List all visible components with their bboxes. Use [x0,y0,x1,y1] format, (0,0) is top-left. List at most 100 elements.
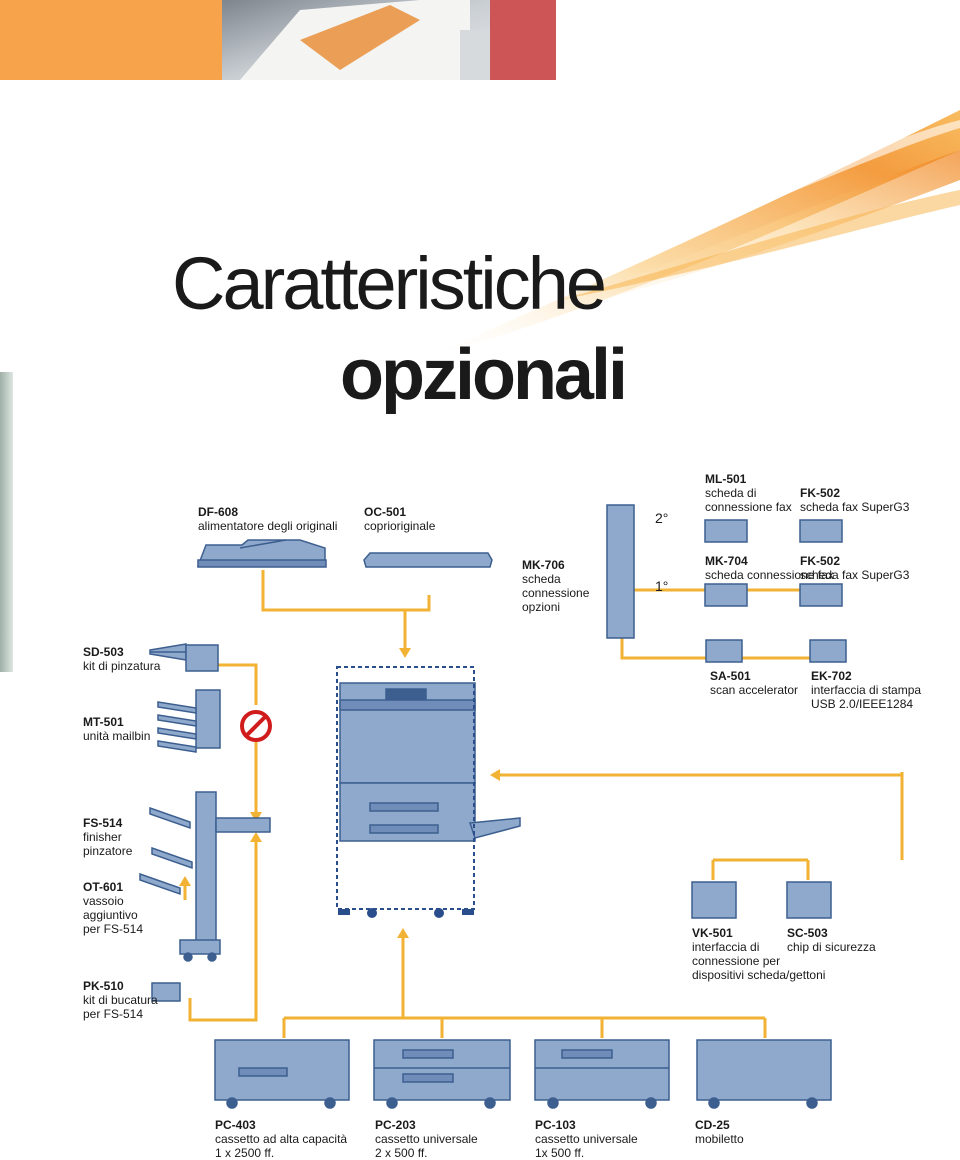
mt501-code: MT-501 [83,715,124,729]
label-sa501: SA-501 scan accelerator [710,669,798,697]
fs514-icon [139,791,271,962]
pc203-code: PC-203 [375,1118,416,1132]
arrow-main-right [490,769,500,781]
arrow-main-top [399,648,411,658]
sa501-desc: scan accelerator [710,683,799,697]
arrow-ot601-up [179,876,191,886]
mk704-code: MK-704 [705,554,748,568]
arrow-fs-up [250,832,262,842]
label-fs514: FS-514 finisher pinzatore [83,816,132,858]
arrow-main-bottom [397,928,409,938]
label-vk501: VK-501 interfaccia di connessione per di… [692,926,825,982]
pc203-desc: cassetto universale 2 x 500 ff. [375,1132,478,1160]
arrow-fs-down [250,812,262,822]
pc203-icon [373,1039,511,1109]
sa501-code: SA-501 [710,669,751,683]
oc501-code: OC-501 [364,505,407,519]
label-fk502a: FK-502 scheda fax SuperG3 [800,486,909,514]
label-ml501: ML-501 scheda di connessione fax [705,472,792,514]
fax-slot-second: 2° [655,510,669,526]
ot601-code: OT-601 [83,880,124,894]
pk510-icon [151,982,181,1002]
ml501-desc: scheda di connessione fax [705,486,792,514]
label-sd503: SD-503 kit di pinzatura [83,645,160,673]
mk704-desc: scheda connessione fax [705,568,834,582]
flame-swoosh [420,110,960,360]
ek702-desc: interfaccia di stampa USB 2.0/IEEE1284 [811,683,922,711]
ek702-code: EK-702 [811,669,852,683]
fax-board-icon [606,504,635,639]
mt501-icon [157,689,221,753]
cd25-code: CD-25 [695,1118,730,1132]
label-df608: DF-608 alimentatore degli originali [198,505,337,533]
fk502b-code: FK-502 [800,554,841,568]
sd503-code: SD-503 [83,645,124,659]
mk706-code: MK-706 [522,558,565,572]
fs514-code: FS-514 [83,816,123,830]
page-title-line1: Caratteristiche [172,242,607,325]
pk510-code: PK-510 [83,979,124,993]
mt501-desc: unità mailbin [83,729,151,743]
pc403-icon [214,1039,350,1109]
fk502b-card-icon [799,583,843,607]
vk501-code: VK-501 [692,926,733,940]
connector-right-main [500,772,904,777]
sa501-icon [705,639,743,663]
ml501-code: ML-501 [705,472,747,486]
fs514-desc: finisher pinzatore [83,830,133,858]
sd503-icon [149,643,219,672]
sc503-code: SC-503 [787,926,828,940]
device-shapes [139,504,847,1109]
label-pc403: PC-403 cassetto ad alta capacità 1 x 250… [215,1118,347,1160]
header-photo [222,0,490,80]
label-oc501: OC-501 coprioriginale [364,505,435,533]
cd25-icon [696,1039,832,1109]
sc503-icon [786,881,832,919]
ot601-desc: vassoio aggiuntivo per FS-514 [83,894,144,936]
oc501-desc: coprioriginale [364,519,436,533]
df608-code: DF-608 [198,505,239,519]
fk502a-desc: scheda fax SuperG3 [800,500,910,514]
df608-desc: alimentatore degli originali [198,519,338,533]
connector-fs-pk [188,840,258,1022]
label-pc103: PC-103 cassetto universale 1x 500 ff. [535,1118,638,1160]
side-photo-strip [0,372,13,672]
label-mk704: MK-704 scheda connessione fax [705,554,834,582]
label-pk510: PK-510 kit di bucatura per FS-514 [83,979,158,1021]
vk501-desc: interfaccia di connessione per dispositi… [692,940,826,982]
main-unit-icon [339,682,521,842]
main-unit-dashed-frame [336,666,475,910]
header-red-block [490,0,556,80]
label-fk502b: FK-502 scheda fax SuperG3 [800,554,909,582]
sc503-desc: chip di sicurezza [787,940,876,954]
mk704-card-icon [704,583,748,607]
fk502b-desc: scheda fax SuperG3 [800,568,910,582]
main-unit-feet [338,908,474,918]
fax-slot-first: 1° [655,578,669,594]
df608-icon [196,539,327,568]
label-cd25: CD-25 mobiletto [695,1118,744,1146]
pc103-code: PC-103 [535,1118,576,1132]
connector-df-oc-bus [261,570,431,612]
pc103-icon [534,1039,670,1109]
oc501-icon [363,552,493,568]
pc403-code: PC-403 [215,1118,256,1132]
pc103-desc: cassetto universale 1x 500 ff. [535,1132,638,1160]
ml501-card-icon [704,519,748,543]
fk502a-card-icon [799,519,843,543]
cd25-desc: mobiletto [695,1132,744,1146]
ek702-icon [809,639,847,663]
header-orange-block [0,0,222,80]
prohibited-icon [240,710,272,742]
label-ek702: EK-702 interfaccia di stampa USB 2.0/IEE… [811,669,921,711]
pk510-desc: kit di bucatura per FS-514 [83,993,158,1021]
connector-arrowheads [179,648,500,938]
fk502a-code: FK-502 [800,486,841,500]
label-mt501: MT-501 unità mailbin [83,715,150,743]
pc403-desc: cassetto ad alta capacità 1 x 2500 ff. [215,1132,348,1160]
label-pc203: PC-203 cassetto universale 2 x 500 ff. [375,1118,478,1160]
label-mk706: MK-706 scheda connessione opzioni [522,558,589,614]
vk501-icon [691,881,737,919]
label-ot601: OT-601 vassoio aggiuntivo per FS-514 [83,880,143,936]
